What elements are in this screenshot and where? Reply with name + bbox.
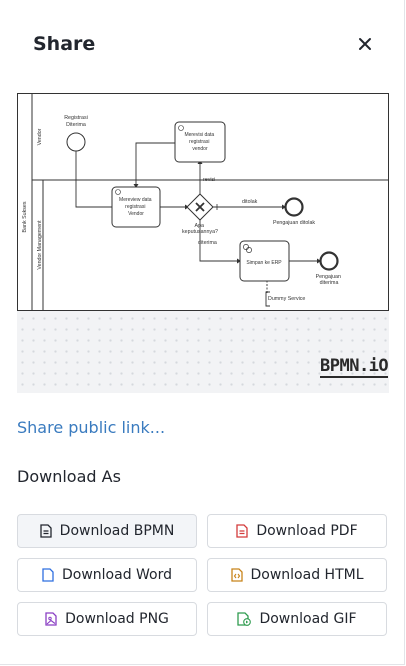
download-html-label: Download HTML <box>250 567 364 583</box>
task-revise-label: Merevisi data registrasi vendor <box>184 132 215 152</box>
download-gif-label: Download GIF <box>259 611 357 627</box>
start-event-label-2: Diterima <box>66 122 86 128</box>
word-file-icon <box>42 568 54 582</box>
task-review-label: Mereview data registrasi Vendor <box>119 197 153 217</box>
download-word-button[interactable]: Download Word <box>17 558 197 592</box>
end-accepted-label: Pengajuan diterima <box>316 274 343 286</box>
download-bpmn-button[interactable]: Download BPMN <box>17 514 197 548</box>
download-bpmn-label: Download BPMN <box>59 523 175 539</box>
task-save-label: Simpan ke ERP <box>246 260 282 266</box>
download-gif-button[interactable]: Download GIF <box>207 602 387 636</box>
download-word-label: Download Word <box>61 567 173 583</box>
dialog-header: Share <box>0 0 406 88</box>
download-png-button[interactable]: Download PNG <box>17 602 197 636</box>
flow-accept-label: diterima <box>198 240 217 246</box>
lane-vendor-management-label: Vendor Management <box>37 220 43 270</box>
gif-file-icon <box>237 612 252 626</box>
gateway-label: Apa keputusannya? <box>182 223 218 235</box>
bpmn-file-icon <box>40 524 52 538</box>
bpmn-diagram: Bank Sukses Vendor Vendor Management <box>17 93 389 311</box>
flow-revise-label: revisi <box>203 177 215 183</box>
end-rejected-label: Pengajuan ditolak <box>273 220 315 226</box>
flow-reject-label: ditolak <box>242 199 258 205</box>
pool-label: Bank Sukses <box>22 201 28 232</box>
share-public-link[interactable]: Share public link... <box>17 418 166 437</box>
close-icon[interactable] <box>354 33 376 55</box>
lane-vendor-label: Vendor <box>37 128 43 145</box>
download-pdf-button[interactable]: Download PDF <box>207 514 387 548</box>
download-as-heading: Download As <box>17 467 121 486</box>
pdf-file-icon <box>236 524 248 538</box>
png-file-icon <box>45 612 57 626</box>
start-event-label: Registrasi <box>64 115 88 121</box>
download-png-label: Download PNG <box>65 611 169 627</box>
download-html-button[interactable]: Download HTML <box>207 558 387 592</box>
dialog-title: Share <box>33 33 96 55</box>
data-store-label: Dummy Service <box>268 296 305 302</box>
html-file-icon <box>230 568 243 582</box>
download-pdf-label: Download PDF <box>256 523 358 539</box>
bpmn-io-logo: BPMN.iO <box>320 356 389 378</box>
diagram-preview: Bank Sukses Vendor Vendor Management <box>17 93 389 393</box>
